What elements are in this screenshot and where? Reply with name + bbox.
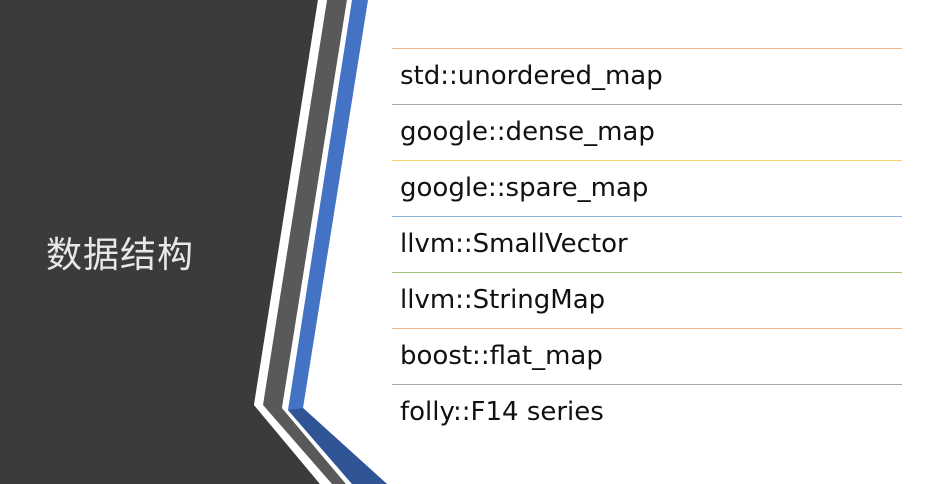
gray-band	[263, 0, 347, 484]
section-title: 数据结构	[46, 235, 195, 276]
list-item: google::spare_map	[392, 160, 902, 216]
list-item: boost::flat_map	[392, 328, 902, 384]
list-item: llvm::StringMap	[392, 272, 902, 328]
list-item-label: std::unordered_map	[400, 60, 663, 91]
list-item-label: google::dense_map	[400, 116, 655, 147]
list-item: google::dense_map	[392, 104, 902, 160]
list-item-label: llvm::StringMap	[400, 284, 606, 315]
list-item-label: folly::F14 series	[400, 396, 604, 427]
blue-band-shadow	[288, 408, 387, 484]
item-list: std::unordered_map google::dense_map goo…	[392, 48, 902, 440]
list-item: std::unordered_map	[392, 48, 902, 104]
list-item-label: boost::flat_map	[400, 340, 603, 371]
list-item-label: google::spare_map	[400, 172, 649, 203]
list-item: folly::F14 series	[392, 384, 902, 440]
blue-band	[288, 0, 387, 484]
list-item: llvm::SmallVector	[392, 216, 902, 272]
list-item-label: llvm::SmallVector	[400, 228, 628, 259]
dark-panel	[0, 0, 320, 484]
